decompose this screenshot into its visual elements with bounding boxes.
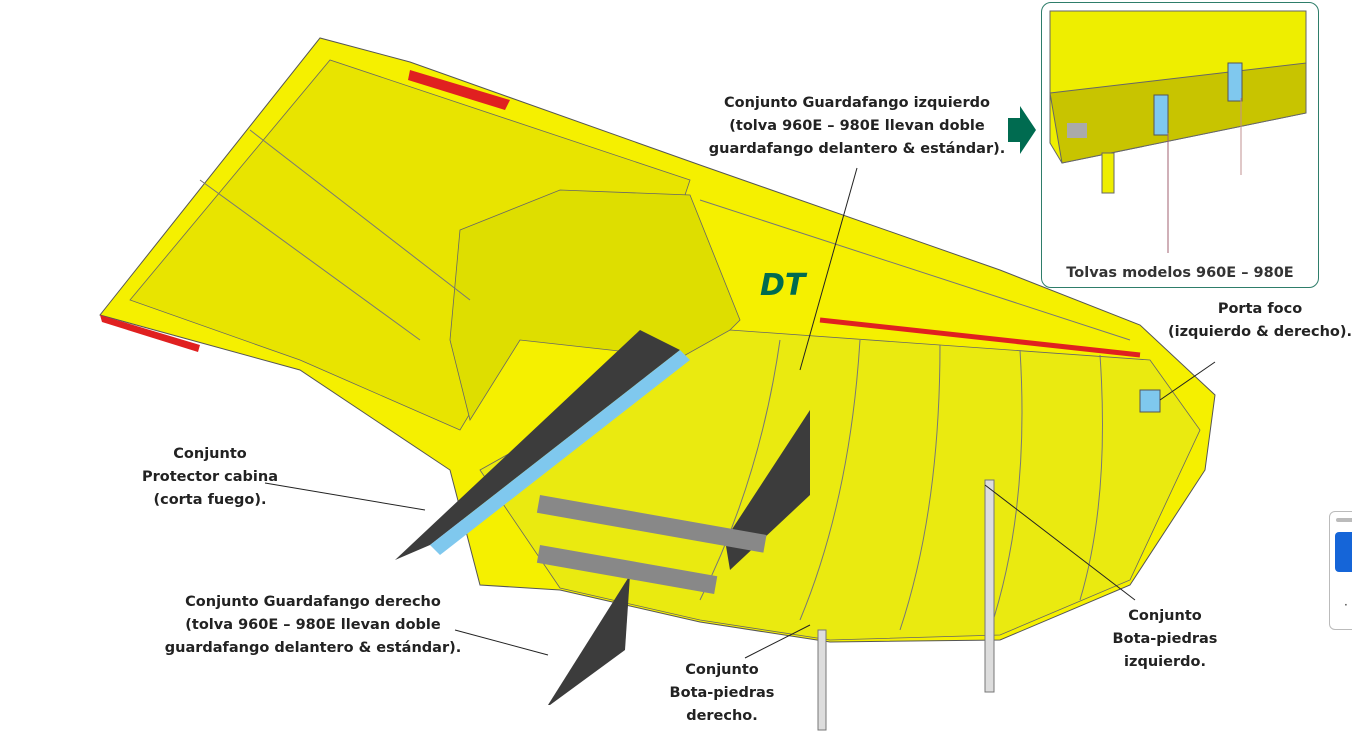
label-line: Bota-piedras (1112, 631, 1218, 647)
guardafango-derecho (548, 575, 630, 705)
logo: DT (760, 268, 808, 303)
protector-cabina-brackets (430, 350, 690, 555)
red-reflector (100, 315, 200, 352)
arrow-right-icon (1008, 106, 1036, 154)
bota-piedras-derecho (817, 629, 827, 731)
mount-plate (536, 495, 767, 553)
label-porta-foco: Porta foco (izquierdo & derecho). (1168, 298, 1352, 344)
label-bota-piedras-izquierdo: Conjunto Bota-piedras izquierdo. (1113, 605, 1218, 674)
guardafango-izquierdo (725, 410, 810, 570)
label-guardafango-derecho: Conjunto Guardafango derecho (tolva 960E… (165, 591, 461, 660)
side-widget[interactable]: · (1329, 511, 1352, 630)
label-line: Porta foco (1217, 301, 1303, 317)
label-line: (tolva 960E – 980E llevan doble (185, 617, 441, 633)
label-line: Conjunto (1128, 608, 1202, 624)
ribs (199, 129, 1131, 631)
label-line: derecho. (686, 708, 758, 724)
label-guardafango-izquierdo: Conjunto Guardafango izquierdo (tolva 96… (709, 92, 1005, 161)
label-line: guardafango delantero & estándar). (164, 640, 462, 656)
inset-detail: Tolvas modelos 960E – 980E (1041, 2, 1319, 288)
red-reflector (408, 70, 510, 110)
widget-button[interactable] (1335, 532, 1352, 572)
label-line: Conjunto (173, 446, 247, 462)
label-protector-cabina: Conjunto Protector cabina (corta fuego). (142, 443, 278, 512)
label-line: (izquierdo & derecho). (1168, 324, 1352, 340)
label-line: (corta fuego). (153, 492, 267, 508)
label-line: izquierdo. (1124, 654, 1206, 670)
protector-cabina (395, 330, 680, 560)
label-line: Conjunto Guardafango izquierdo (723, 95, 991, 111)
widget-handle[interactable] (1336, 518, 1352, 522)
label-bota-piedras-derecho: Conjunto Bota-piedras derecho. (670, 659, 775, 728)
mount-plate (536, 545, 718, 594)
inset-illustration (1049, 10, 1307, 261)
label-line: guardafango delantero & estándar). (708, 141, 1006, 157)
porta-foco (1139, 389, 1161, 413)
label-line: Bota-piedras (669, 685, 775, 701)
red-reflector-strip (819, 317, 1141, 358)
label-line: Conjunto Guardafango derecho (185, 594, 441, 610)
label-line: (tolva 960E – 980E llevan doble (729, 118, 985, 134)
bota-piedras-izquierdo (984, 479, 995, 693)
label-line: Conjunto (685, 662, 759, 678)
label-line: Protector cabina (141, 469, 279, 485)
leader-lines (264, 167, 1216, 659)
inset-caption: Tolvas modelos 960E – 980E (1066, 265, 1294, 281)
widget-dot: · (1344, 598, 1348, 612)
